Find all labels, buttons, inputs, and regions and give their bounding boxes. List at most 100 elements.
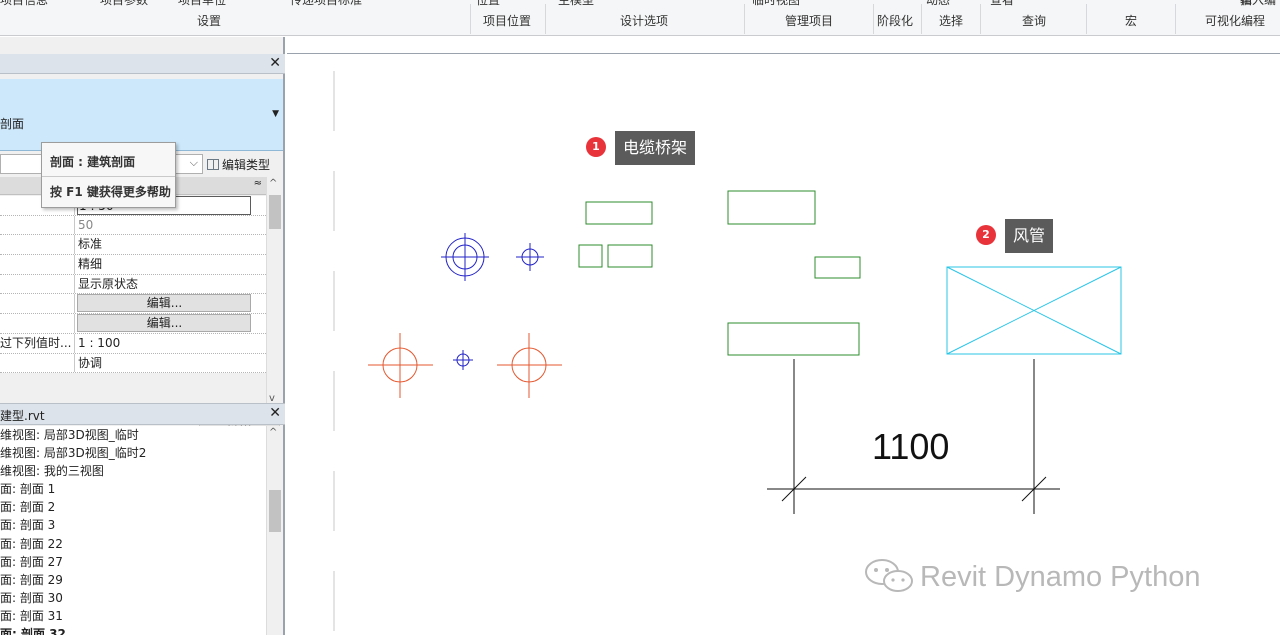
property-row: 精细 [0,255,266,275]
properties-table: 1 : 50 50 标准 精细 显示原状态 编辑... 编辑... 过下列值时.… [0,196,266,374]
close-icon[interactable]: ✕ [269,405,281,421]
project-browser-title: 建型.rvt [0,409,45,423]
list-item[interactable]: 面: 剖面 29 [0,572,63,587]
ribbon-group-phasing: 阶段化 [877,14,914,28]
drawing-canvas[interactable]: 1 电缆桥架 2 风管 1100 Revit Dynamo Python [287,53,1280,635]
property-key: 过下列值时... [0,333,75,353]
browser-scrollbar[interactable]: ^ [266,426,282,635]
list-item[interactable]: 维视图: 我的三视图 [0,464,104,479]
ribbon-separator [470,4,471,34]
list-item[interactable]: 面: 剖面 1 [0,482,56,497]
ribbon-cut-item-4[interactable]: 传递项目标准 [290,0,363,7]
scroll-thumb[interactable] [269,195,281,229]
edit-type-button[interactable]: 编辑类型 [207,156,270,173]
cable-tray-section [578,244,603,268]
list-item[interactable]: 面: 剖面 2 [0,500,56,515]
property-row: 显示原状态 [0,274,266,295]
property-value[interactable]: 显示原状态 [78,276,139,291]
scroll-up-icon[interactable]: ^ [269,178,278,189]
ribbon-separator [921,4,922,34]
duct-section [946,266,1122,355]
watermark-text: Revit Dynamo Python [920,561,1201,593]
dimension-tick [1021,476,1047,502]
ribbon-cut-item-8[interactable]: 动态 [926,0,951,7]
property-row: 编辑... [0,314,266,334]
ribbon-group-visual-programming: 可视化编程 [1205,14,1266,28]
ribbon-group-project-location: 项目位置 [483,14,532,28]
property-row: 编辑... [0,294,266,315]
scroll-up-icon[interactable]: ^ [269,427,278,438]
list-item[interactable]: 面: 剖面 3 [0,518,56,533]
ribbon-cut-item-7[interactable]: 临时视图 [752,0,801,7]
ribbon-cut-item-9[interactable]: 查看 [990,0,1015,7]
list-item[interactable]: 维视图: 局部3D视图_临时 [0,428,139,442]
annotation-tag-duct: 风管 [1005,219,1054,253]
dropdown-arrow-icon[interactable]: ▼ [272,109,279,119]
list-item[interactable]: 面: 剖面 22 [0,536,63,551]
dimension-line [767,359,1060,514]
property-key [0,274,75,294]
ribbon-group-manage-project: 管理项目 [785,14,834,28]
ribbon-separator [744,4,745,34]
property-value[interactable]: 精细 [78,257,103,272]
duct-diagonal [946,266,1122,355]
edit-button[interactable]: 编辑... [77,314,251,333]
list-item-active[interactable]: 面: 剖面 32 [0,627,66,635]
edit-type-label: 编辑类型 [222,158,271,172]
property-value[interactable]: 1 : 100 [78,335,121,350]
type-selector[interactable]: 剖面 ▼ [0,79,283,151]
property-value[interactable]: 标准 [78,237,103,252]
ribbon-cut-item-3[interactable]: 项目单位 [178,0,227,7]
property-key [0,314,75,333]
tooltip-divider [42,176,175,177]
project-browser-header: 建型.rvt ✕ [0,403,285,425]
ribbon-group-settings: 设置 [197,14,222,28]
edit-button[interactable]: 编辑... [77,294,251,313]
ribbon-cut-item-6[interactable]: 主模型 [558,0,595,7]
project-browser-tree: 维视图: 局部3D视图_临时 维视图: 局部3D视图_临时2 维视图: 我的三视… [0,426,266,635]
cable-tray-section [607,244,653,268]
orange-pipes [368,333,562,398]
property-key [0,215,75,235]
scroll-thumb[interactable] [269,490,281,532]
ribbon-separator [545,4,546,34]
property-key [0,255,75,274]
wechat-icon [865,559,913,592]
dimension-tick [781,476,807,502]
property-value[interactable]: 协调 [78,355,103,370]
tooltip-help: 按 F1 键获得更多帮助 [50,185,171,199]
list-item[interactable]: 面: 剖面 31 [0,608,63,623]
property-row: 标准 [0,235,266,256]
property-row: 协调 [0,353,266,374]
watermark: Revit Dynamo Python [862,556,1200,596]
ribbon-cut-item-10[interactable]: 插入编辑 [1240,0,1277,7]
cable-tray-section [585,201,653,225]
list-item[interactable]: 维视图: 局部3D视图_临时2 [0,446,147,461]
property-key [0,235,75,255]
ribbon-separator [980,4,981,34]
property-key [0,353,75,373]
chevron-down-icon[interactable]: ⌵ [189,156,198,169]
ribbon-cut-item-5[interactable]: 位置 [476,0,501,7]
close-icon[interactable]: ✕ [269,55,281,71]
cable-tray-section [814,256,861,279]
list-item[interactable]: 面: 剖面 30 [0,590,63,605]
ribbon-cut-item-2[interactable]: 项目参数 [100,0,149,7]
ribbon-separator [1086,4,1087,34]
ribbon-cut-item-1[interactable]: 项目信息 [0,0,49,7]
duct-outline [946,266,1122,355]
ribbon-separator [1175,4,1176,34]
edit-type-icon [207,159,219,170]
ribbon: 项目信息 项目参数 项目单位 传递项目标准 位置 主模型 临时视图 动态 查看 … [0,0,1280,36]
scroll-down-icon[interactable]: v [269,393,275,404]
type-selector-label: 剖面 [0,117,25,131]
cable-tray-section [727,190,816,225]
list-item[interactable]: 面: 剖面 27 [0,554,63,569]
property-key [0,294,75,314]
collapse-icon[interactable]: ≈ [253,178,262,189]
properties-scrollbar[interactable]: ^ v [266,177,282,410]
dimension-text[interactable]: 1100 [872,426,950,467]
ribbon-group-macros: 宏 [1125,14,1138,28]
blue-pipes [441,233,544,370]
property-row: 50 [0,215,266,236]
